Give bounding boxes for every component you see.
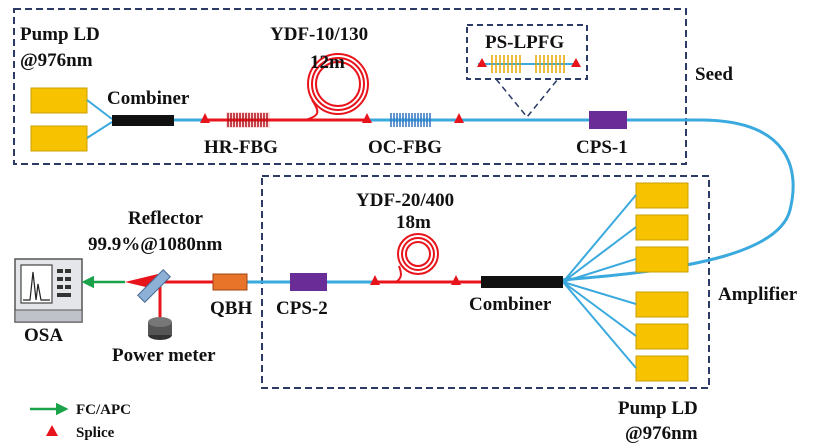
label-combiner-top: Combiner xyxy=(107,88,190,109)
label-seed: Seed xyxy=(695,64,733,85)
label-ydf-top-length: 12m xyxy=(310,52,345,73)
label-ydf-bottom-length: 18m xyxy=(396,212,431,233)
combiner-bottom xyxy=(481,276,563,288)
splice-top-3 xyxy=(454,113,464,123)
pump-fiber-top-1 xyxy=(86,99,113,120)
label-ydf-top: YDF-10/130 xyxy=(270,24,368,45)
power-meter-top xyxy=(148,317,172,327)
cps-2 xyxy=(290,273,327,291)
pump-ld-bottom-5 xyxy=(635,323,689,350)
label-oc-fbg: OC-FBG xyxy=(368,137,442,158)
label-reflectivity: 99.9%@1080nm xyxy=(88,234,222,255)
label-combiner-bottom: Combiner xyxy=(469,294,552,315)
pump-ld-top-2 xyxy=(30,125,88,152)
legend-splice-label: Splice xyxy=(76,425,115,441)
label-power-meter: Power meter xyxy=(112,345,216,366)
splice-bottom-2 xyxy=(451,275,461,285)
ps-lpfg-zoom-lines xyxy=(495,78,559,119)
hr-fbg-lines xyxy=(227,113,268,127)
label-cps-2: CPS-2 xyxy=(276,298,328,319)
label-pump-ld-top-2: @976nm xyxy=(20,50,93,71)
combiner-top xyxy=(112,115,174,126)
seed-box xyxy=(13,8,687,165)
label-hr-fbg: HR-FBG xyxy=(204,137,278,158)
cps-1 xyxy=(589,111,627,129)
pump-fiber-top-2 xyxy=(86,121,113,139)
label-cps-1: CPS-1 xyxy=(576,137,628,158)
legend-fc-apc-label: FC/APC xyxy=(76,402,131,418)
ps-lpfg-splice-left xyxy=(477,58,487,67)
ydf-top-coil xyxy=(304,53,369,121)
splice-bottom-1 xyxy=(370,275,380,285)
label-amplifier: Amplifier xyxy=(718,284,798,305)
label-ps-lpfg: PS-LPFG xyxy=(485,32,564,53)
splice-top-1 xyxy=(200,113,210,123)
pump-ld-bottom-1 xyxy=(635,182,689,209)
osa-icon xyxy=(14,258,83,323)
oc-fbg xyxy=(390,113,431,127)
pump-ld-bottom-2 xyxy=(635,214,689,241)
splice-top-2 xyxy=(362,113,372,123)
label-pump-ld-bottom-1: Pump LD xyxy=(618,398,698,419)
pump-ld-bottom-4 xyxy=(635,291,689,318)
label-ydf-bottom: YDF-20/400 xyxy=(356,190,454,211)
reflector xyxy=(137,269,171,303)
label-pump-ld-bottom-2: @976nm xyxy=(625,423,698,444)
pump-ld-top-1 xyxy=(30,87,88,114)
label-reflector: Reflector xyxy=(128,208,203,229)
amp-pump-fibers xyxy=(562,194,637,369)
ps-lpfg-grating xyxy=(491,55,565,73)
label-osa: OSA xyxy=(24,325,63,346)
label-qbh: QBH xyxy=(210,298,252,319)
ydf-bottom-coil xyxy=(395,233,439,283)
qbh xyxy=(212,273,248,291)
pump-ld-bottom-3 xyxy=(635,246,689,273)
label-pump-ld-top-1: Pump LD xyxy=(20,24,100,45)
legend-splice-icon xyxy=(46,425,58,436)
ps-lpfg-inset xyxy=(466,24,588,80)
ps-lpfg-splice-right xyxy=(571,58,581,67)
pump-ld-bottom-6 xyxy=(635,355,689,382)
